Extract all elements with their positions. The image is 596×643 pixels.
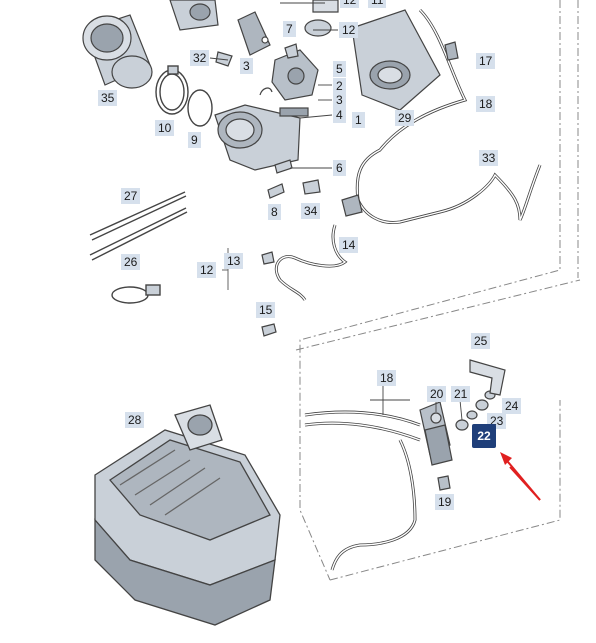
part-17-clip [341,41,459,217]
frame-lines [295,0,581,581]
callout-8: 8 [268,204,281,220]
hoses-upper-inner [275,9,541,301]
callout-7: 7 [283,21,296,37]
callout-17: 17 [476,53,496,69]
callout-16: 15 [256,302,276,318]
callout-23-highlighted[interactable]: 22 [472,424,496,448]
part-26-bracket [469,359,506,396]
part-10-clamp [155,65,189,115]
callout-25: 24 [502,398,522,414]
callout-27: 26 [121,254,141,270]
callout-12a: 12 [340,0,360,8]
part-bolts [261,159,321,337]
hoses-lower [304,410,421,571]
callout-20: 19 [435,494,455,510]
callout-4: 4 [333,107,346,123]
callout-35: 35 [98,90,118,106]
callout-19: 18 [377,370,397,386]
callout-22: 21 [451,386,471,402]
part-29-airbox [94,404,281,626]
callout-11: 11 [368,0,387,8]
callout-10: 10 [155,120,175,136]
part-3-block [215,11,271,67]
callout-26: 25 [471,333,491,349]
callout-9: 9 [188,132,201,148]
highlight-arrow [500,452,541,501]
callout-1: 1 [352,112,365,128]
part-31-manifold [351,9,441,111]
callout-6: 6 [333,160,346,176]
part-top-fittings [169,0,339,37]
part-27-strap [111,284,161,304]
part-9-oring [187,89,213,127]
callout-33: 34 [301,203,321,219]
callout-13: 12 [197,262,217,278]
part-21-valve [419,401,453,466]
part-28-cable-ties [89,191,188,261]
callout-12b: 12 [339,22,359,38]
callout-31: 29 [395,110,415,126]
callout-15: 14 [339,237,359,253]
part-35-cylinder [82,14,153,89]
callout-28: 27 [121,188,141,204]
part-2-actuator [271,43,319,101]
callout-3-left: 3 [240,58,253,74]
part-20-nut [437,475,451,491]
callout-32: 32 [190,50,210,66]
callout-5: 5 [333,61,346,77]
part-throttle-body [214,87,309,171]
callout-29: 28 [125,412,145,428]
callout-34: 33 [479,150,499,166]
callout-18: 18 [476,96,496,112]
callout-3: 3 [333,92,346,108]
callout-21: 20 [427,386,447,402]
hoses-lower-inner [304,411,421,571]
callout-2: 2 [333,78,346,94]
callout-14: 13 [224,253,244,269]
